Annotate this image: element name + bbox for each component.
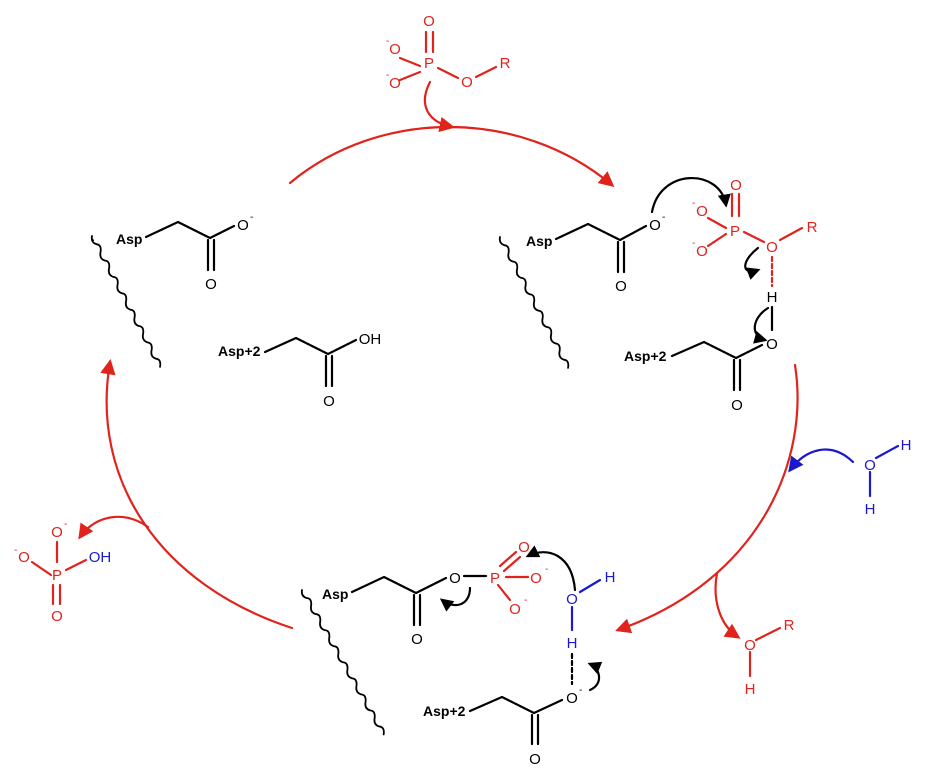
state-substrate-bound: Asp Asp+2 O - O O O H O P O - O - O R — [498, 177, 818, 414]
atom-o: O — [696, 243, 708, 260]
charge-minus: - — [250, 212, 253, 223]
atom-h: H — [865, 501, 876, 518]
atom-p: P — [730, 223, 740, 240]
atom-oh: OH — [89, 549, 112, 566]
atom-o: O — [51, 524, 63, 541]
charge-minus: - — [662, 212, 665, 223]
charge-minus: - — [64, 519, 67, 530]
atom-h: H — [567, 635, 578, 652]
residue-asp2-label: Asp+2 — [624, 348, 667, 364]
residue-asp-label: Asp — [116, 231, 142, 247]
substrate-phosphate-ester: O P O - O - O R — [386, 13, 511, 92]
residue-asp-label: Asp — [322, 586, 348, 602]
cycle-arrows — [78, 80, 855, 639]
atom-o: O — [51, 608, 63, 625]
atom-r: R — [500, 55, 511, 72]
released-alcohol: O R H — [744, 617, 794, 698]
atom-o: O — [529, 751, 541, 768]
atom-p: P — [424, 55, 434, 72]
charge-minus: - — [545, 564, 548, 575]
atom-o: O — [389, 41, 401, 58]
charge-minus: - — [692, 238, 695, 249]
atom-o: O — [566, 690, 578, 707]
substrate-entry-arrow — [423, 80, 456, 133]
atom-h: H — [745, 681, 756, 698]
charge-minus: - — [579, 685, 582, 696]
cycle-arrow-right — [615, 363, 799, 634]
atom-o: O — [615, 278, 627, 295]
atom-h: H — [767, 289, 778, 306]
atom-o: O — [864, 457, 876, 474]
atom-o: O — [649, 217, 661, 234]
cycle-arrow-top — [288, 125, 615, 187]
atom-o: O — [237, 217, 249, 234]
atom-p: P — [490, 570, 500, 587]
atom-oh: OH — [359, 331, 382, 348]
protein-backbone — [498, 236, 570, 369]
atom-r: R — [807, 219, 818, 236]
atom-h: H — [901, 437, 912, 454]
atom-o: O — [389, 75, 401, 92]
cycle-arrow-left — [100, 358, 294, 630]
atom-o: O — [744, 637, 756, 654]
atom-o: O — [731, 397, 743, 414]
atom-o: O — [461, 74, 473, 91]
water-molecule: O H H — [864, 437, 911, 518]
alcohol-release-arrow — [714, 571, 741, 639]
atom-o: O — [766, 239, 778, 256]
residue-asp2-label: Asp+2 — [218, 343, 261, 359]
atom-o: O — [323, 393, 335, 410]
atom-o: O — [449, 570, 461, 587]
phosphate-release-arrow — [78, 515, 150, 540]
charge-minus: - — [386, 36, 389, 47]
residue-asp2-label: Asp+2 — [423, 703, 466, 719]
protein-backbone — [300, 589, 385, 736]
protein-backbone — [90, 235, 162, 368]
atom-o: O — [205, 276, 217, 293]
atom-o: O — [530, 570, 542, 587]
atom-o: O — [411, 631, 423, 648]
charge-minus: - — [386, 70, 389, 81]
atom-o: O — [18, 549, 30, 566]
atom-o: O — [730, 177, 742, 194]
state-phospho-enzyme: Asp Asp+2 O O O - O P O O - O - O H — [300, 539, 616, 768]
atom-r: R — [784, 617, 795, 634]
water-entry-arrow — [788, 448, 855, 473]
atom-o: O — [696, 203, 708, 220]
charge-minus: - — [14, 545, 17, 556]
atom-o: O — [423, 13, 435, 30]
atom-o: O — [766, 336, 778, 353]
released-phosphate: O - P O - O OH — [14, 519, 111, 625]
atom-o: O — [566, 591, 578, 608]
state-resting-enzyme: Asp Asp+2 O - O OH O — [90, 212, 382, 410]
atom-o: O — [509, 601, 521, 618]
charge-minus: - — [524, 595, 527, 606]
atom-h: H — [605, 569, 616, 586]
charge-minus: - — [692, 198, 695, 209]
residue-asp-label: Asp — [526, 233, 552, 249]
atom-o: O — [518, 539, 530, 556]
atom-p: P — [52, 567, 62, 584]
